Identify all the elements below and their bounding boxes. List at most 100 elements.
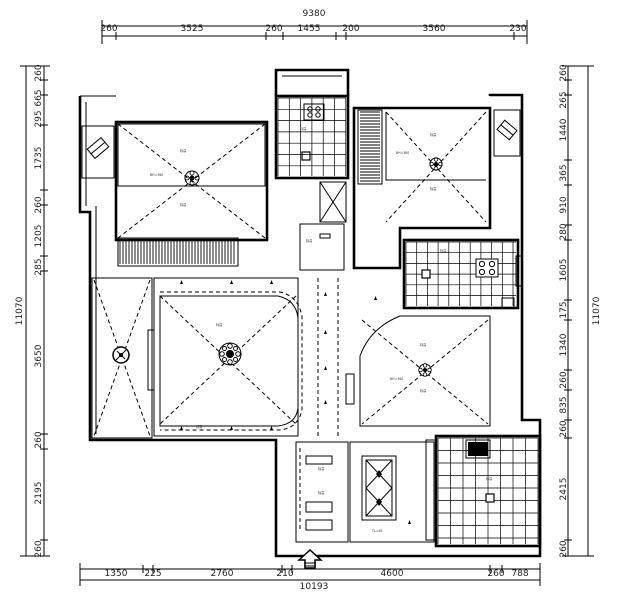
hatch-patterns [119,111,380,264]
room-left-study [91,277,155,439]
top-seg-4: 200 [342,24,359,34]
bottom-total-label: 10193 [300,582,329,592]
kitchen-vent-icon [421,269,431,279]
room-top-bathroom [274,94,350,180]
right-seg-1: 265 [559,91,569,108]
bottom-seg-0: 1350 [105,569,128,579]
right-seg-2: 1440 [559,118,569,141]
bottom-seg-4: 4600 [381,569,404,579]
right-seg-6: 1605 [559,259,569,282]
entrance-arrow-icon [297,548,323,569]
annotation-tag: 标高 [196,424,202,429]
top-seg-6: 230 [509,24,526,34]
top-total-label: 9380 [303,9,326,19]
right-seg-4: 910 [559,196,569,213]
left-seg-3: 1735 [34,147,44,170]
top-seg-2: 260 [265,24,282,34]
annotation-tag: 标高 [180,202,186,207]
annotation-tag: BH=360 [396,151,409,155]
washbasin-icon [303,103,325,121]
annotation-tag: BH=360 [390,377,403,381]
right-seg-0: 260 [559,64,569,81]
room-dining [359,296,491,427]
ceiling-lamp-icon [184,170,200,186]
bath-tile-grid [277,97,347,176]
bay-window-left-icon [81,125,115,179]
annotation-tag: 标高 [440,248,446,253]
left-seg-6: 285 [34,258,44,275]
right-total-label: 11070 [592,296,602,325]
annotation-tag: BH=360 [150,173,163,177]
left-seg-9: 2195 [34,482,44,505]
decor-lattice-icon [365,459,393,517]
right-seg-5: 280 [559,223,569,240]
top-dimension: 9380 260 3525 260 1455 200 3560 230 [100,9,528,44]
top-seg-0: 260 [100,24,117,34]
annotation-tag: 标高 [306,238,312,243]
bath2-vent-icon [485,493,495,503]
room-bedroom-2 [352,106,521,270]
closet-cross [319,181,347,223]
annotation-tag: 标高 [318,466,324,471]
bottom-seg-6: 788 [511,569,528,579]
chandelier-icon [218,342,242,366]
wardrobe-hatch [117,237,239,267]
small-annotations: 标高 BH=360 标高 标高 BH=360 标高 标高 标高 BH=360 标… [150,126,492,533]
left-total-label: 11070 [15,296,25,325]
right-dimension: 11070 260 265 1440 365 910 280 1605 175 … [559,64,602,557]
left-dimension: 11070 260 295 665 1735 260 1205 285 3650… [15,64,50,558]
room-kitchen [402,238,523,310]
right-seg-12: 2415 [559,478,569,501]
left-seg-1: 295 [34,110,44,127]
top-seg-3: 1455 [298,24,321,34]
bottom-seg-5: 260 [487,569,504,579]
bath-vent-icon [301,151,311,161]
left-seg-4: 260 [34,196,44,213]
fan-lamp-icon [112,346,130,364]
corridor [299,278,355,530]
room-master-bedroom [81,120,269,267]
annotation-tag: 标高 [430,132,436,137]
left-seg-10: 260 [34,540,44,557]
left-seg-5: 1205 [34,225,44,248]
left-seg-8: 260 [34,431,44,448]
bay-window-right-icon [493,109,521,157]
annotation-tag: 标高 [318,490,324,495]
annotation-tag: 标高 [216,322,222,327]
annotation-tag: TL=26 [371,529,382,533]
annotation-tag: 标高 [430,186,436,191]
room-bottom-middle [349,441,435,543]
left-seg-2: 665 [34,89,44,106]
left-seg-7: 3650 [34,344,44,367]
top-seg-1: 3525 [181,24,204,34]
left-seg-0: 260 [34,64,44,81]
annotation-tag: 标高 [420,388,426,393]
door-corridor-top [299,223,345,271]
right-seg-10: 835 [559,396,569,413]
downlight-markers [180,280,273,430]
annotation-tag: 标高 [420,342,426,347]
room-living [153,277,303,437]
right-seg-8: 1340 [559,333,569,356]
right-seg-7: 175 [559,301,569,318]
right-seg-11: 260 [559,420,569,437]
ceiling-lamp-icon [418,363,432,377]
bottom-seg-1: 225 [144,569,161,579]
bottom-seg-3: 210 [276,569,293,579]
ceiling-lamp-icon [429,157,443,171]
room-bottom-bathroom [425,434,542,548]
bottom-seg-2: 2760 [211,569,234,579]
outer-walls [78,68,542,558]
room-foyer [295,441,349,569]
right-seg-9: 260 [559,371,569,388]
right-seg-3: 365 [559,164,569,181]
wardrobe-hatch-2 [357,109,383,185]
top-seg-5: 3560 [423,24,446,34]
annotation-tag: 标高 [180,148,186,153]
right-seg-13: 260 [559,540,569,557]
bottom-dimension: 1350 225 2760 210 4600 260 788 10193 [79,563,541,592]
annotation-tag: 标高 [300,126,306,131]
stove-icon [475,258,499,278]
annotation-tag: 标高 [486,476,492,481]
